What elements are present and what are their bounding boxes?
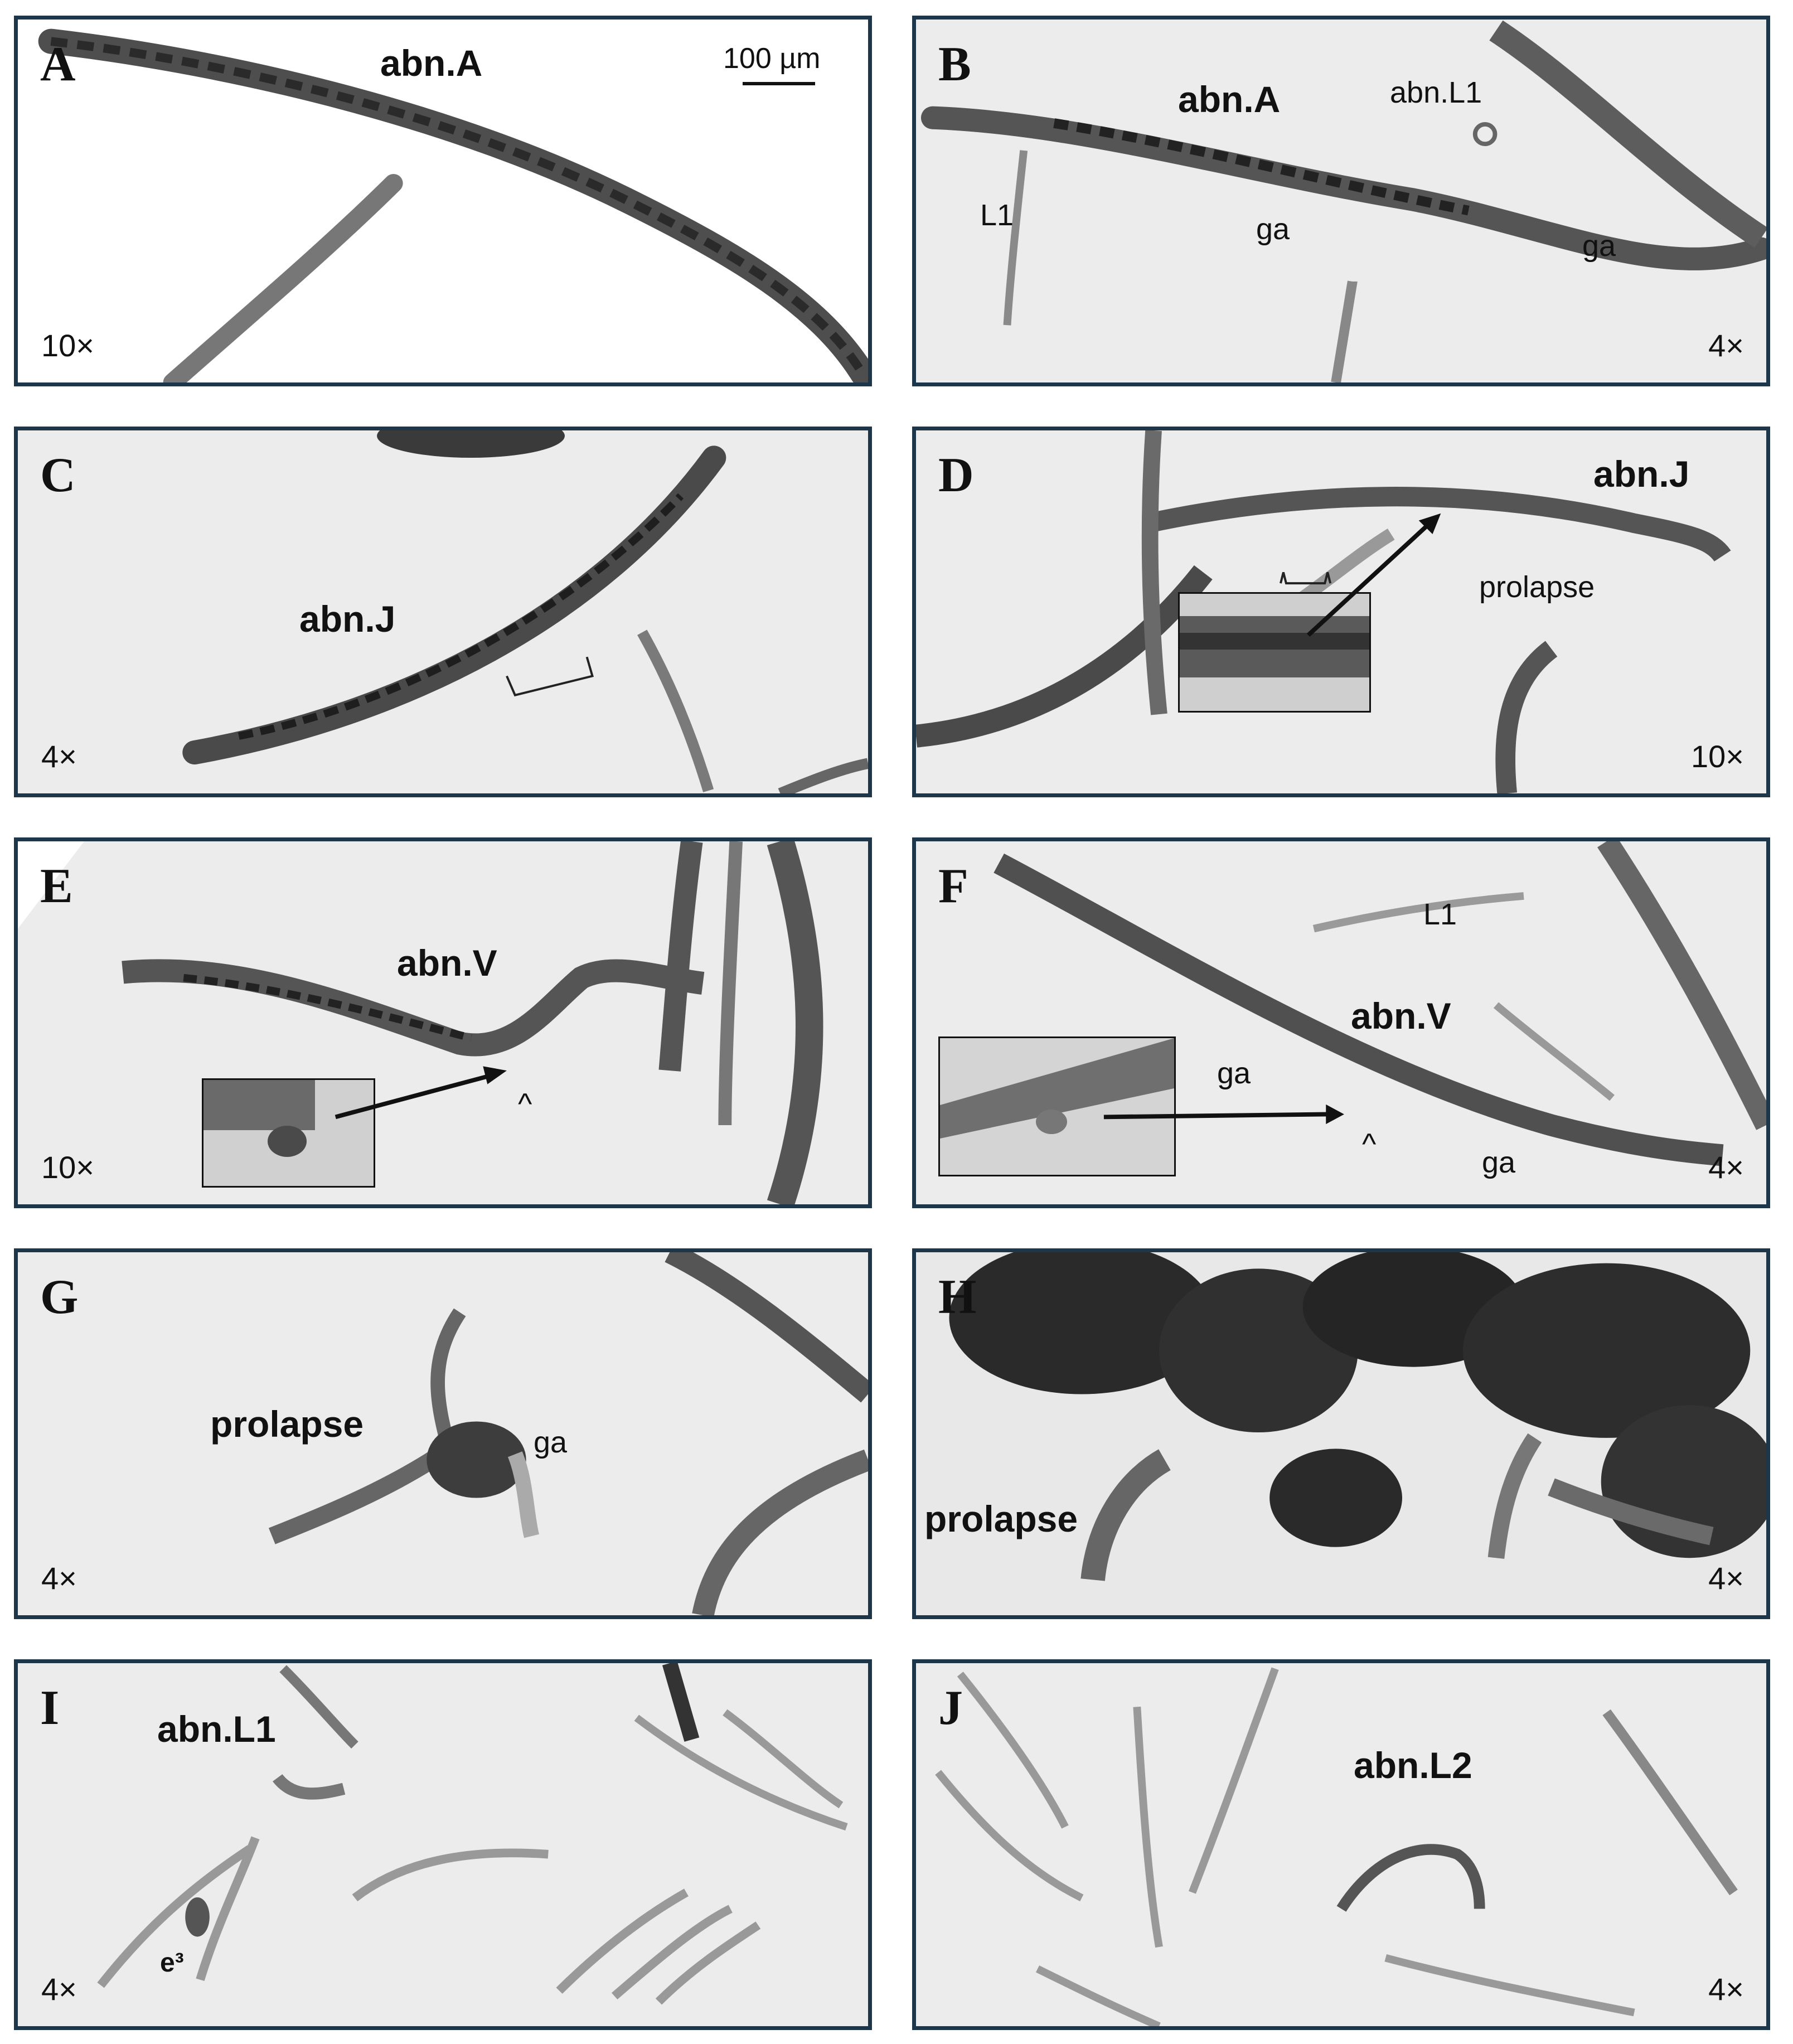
panel-e: E abn.V ^ 10× — [14, 837, 872, 1208]
worm-label: abn.V — [397, 942, 497, 984]
panel-letter: C — [40, 448, 76, 502]
micrograph-c — [182, 430, 868, 793]
worm-label: abn.J — [1593, 453, 1690, 495]
ga-label-2: ga — [1482, 1146, 1516, 1179]
magnification-label: 4× — [1708, 1150, 1744, 1185]
micrograph-a — [38, 28, 868, 382]
ga-label-2: ga — [1582, 229, 1616, 263]
egg-label: e³ — [160, 1948, 184, 1978]
micrograph-f — [994, 841, 1766, 1166]
inset-zoom — [202, 1078, 375, 1188]
micrograph-h — [916, 1252, 1766, 1615]
micrograph-b — [920, 20, 1766, 382]
worm-label: abn.A — [380, 42, 483, 84]
panel-c: C abn.J 4× — [14, 427, 872, 797]
l1-label: L1 — [1423, 898, 1457, 931]
ga-label: ga — [534, 1426, 568, 1459]
abn-l1-label: abn.L1 — [1390, 76, 1482, 109]
panel-g: G prolapse ga 4× — [14, 1248, 872, 1619]
panel-letter: I — [40, 1681, 60, 1735]
worm-label: abn.L1 — [157, 1708, 276, 1750]
worm-label: abn.A — [1178, 79, 1281, 120]
magnification-label: 10× — [41, 1150, 94, 1185]
panel-letter: D — [938, 448, 974, 502]
panel-letter: E — [40, 859, 73, 913]
worm-label: prolapse — [210, 1403, 364, 1445]
panel-b: B abn.A abn.L1 L1 ga ga 4× — [912, 16, 1770, 386]
magnification-label: 4× — [41, 1561, 77, 1596]
magnification-label: 4× — [1708, 1561, 1744, 1596]
magnification-label: 4× — [1708, 1972, 1744, 2007]
scale-bar — [743, 82, 815, 85]
l1-label: L1 — [980, 198, 1014, 232]
ga-label-1: ga — [1256, 212, 1290, 246]
caret-marker: ^ — [518, 1087, 532, 1121]
worm-label: prolapse — [924, 1498, 1078, 1539]
panel-h: H prolapse 4× — [912, 1248, 1770, 1619]
micrograph-d — [916, 430, 1731, 793]
magnification-label: 10× — [1691, 739, 1744, 774]
ga-label-1: ga — [1217, 1057, 1251, 1090]
panel-f: F abn.V L1 ga ga ^ 4× — [912, 837, 1770, 1208]
micrograph-e — [18, 841, 823, 1204]
inset-zoom — [938, 1036, 1176, 1176]
micrograph-i — [97, 1663, 848, 2005]
panel-d: D abn.J prolapse 10× — [912, 427, 1770, 797]
panel-a: A abn.A 100 µm 10× — [14, 16, 872, 386]
panel-letter: B — [938, 37, 971, 91]
panel-letter: F — [938, 859, 968, 913]
micrograph-j — [935, 1667, 1738, 2026]
magnification-label: 4× — [41, 1972, 77, 2007]
worm-label: abn.V — [1351, 995, 1451, 1036]
scale-bar-label: 100 µm — [723, 42, 821, 75]
worm-label: abn.L2 — [1354, 1745, 1472, 1786]
magnification-label: 4× — [41, 739, 77, 774]
panel-letter: J — [938, 1681, 963, 1735]
panel-letter: H — [938, 1270, 977, 1324]
prolapse-label: prolapse — [1479, 570, 1595, 604]
magnification-label: 4× — [1708, 328, 1744, 363]
panel-j: J abn.L2 4× — [912, 1659, 1770, 2030]
inset-zoom — [1178, 592, 1371, 713]
panel-letter: G — [40, 1270, 79, 1324]
magnification-label: 10× — [41, 328, 94, 363]
caret-marker: ^ — [1362, 1127, 1377, 1161]
panel-letter: A — [40, 37, 76, 91]
worm-label: abn.J — [299, 598, 396, 640]
micrograph-g — [268, 1252, 868, 1615]
panel-i: I abn.L1 e³ 4× — [14, 1659, 872, 2030]
